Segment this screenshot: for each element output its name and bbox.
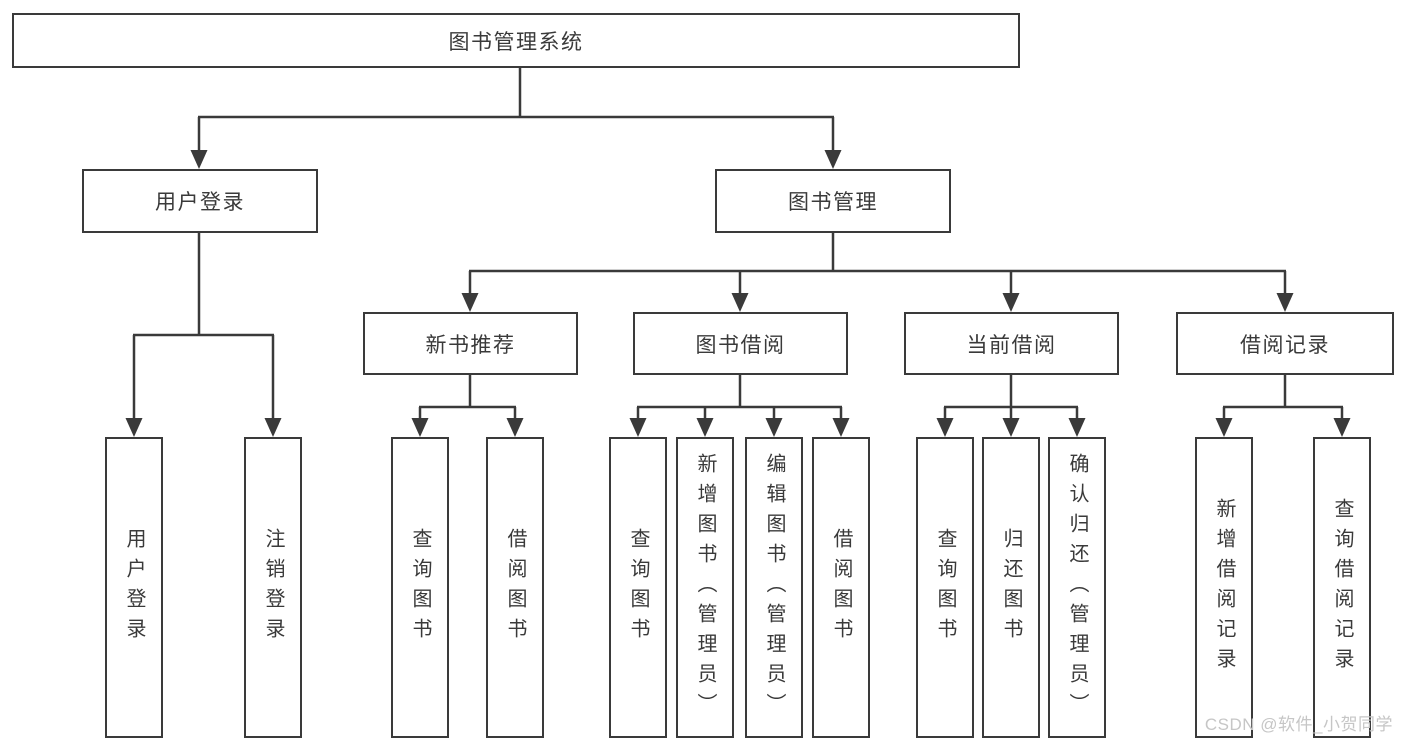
node-borrowing-records: 借阅记录 <box>1176 312 1394 375</box>
leaf-label: 查询图书 <box>409 527 431 648</box>
leaf-label: 借阅图书 <box>504 527 526 648</box>
leaf-label: 注销登录 <box>262 527 284 648</box>
node-root-label: 图书管理系统 <box>448 30 584 54</box>
leaf-return-books: 归还图书 <box>982 437 1040 738</box>
node-root: 图书管理系统 <box>12 13 1020 68</box>
leaf-label: 借阅图书 <box>830 527 852 648</box>
node-label: 用户登录 <box>155 191 245 214</box>
node-book-management: 图书管理 <box>715 169 951 233</box>
node-new-book-recommend: 新书推荐 <box>363 312 578 375</box>
leaf-label: 确认归还（管理员） <box>1066 452 1088 723</box>
leaf-label: 归还图书 <box>1000 527 1022 648</box>
leaf-add-book-admin: 新增图书（管理员） <box>676 437 734 738</box>
leaf-label: 用户登录 <box>123 527 145 648</box>
leaf-query-borrow-record: 查询借阅记录 <box>1313 437 1371 738</box>
node-user-login: 用户登录 <box>82 169 318 233</box>
node-label: 借阅记录 <box>1240 333 1330 357</box>
leaf-label: 新增图书（管理员） <box>694 452 716 723</box>
leaf-edit-book-admin: 编辑图书（管理员） <box>745 437 803 738</box>
csdn-watermark: CSDN @软件_小贺同学 <box>1204 715 1393 734</box>
node-label: 当前借阅 <box>966 333 1057 357</box>
node-book-borrowing: 图书借阅 <box>633 312 848 375</box>
leaf-query-books-current: 查询图书 <box>916 437 974 738</box>
node-label: 新书推荐 <box>425 333 516 357</box>
leaf-label: 新增借阅记录 <box>1213 497 1235 678</box>
leaf-confirm-return-admin: 确认归还（管理员） <box>1048 437 1106 738</box>
leaf-add-borrow-record: 新增借阅记录 <box>1195 437 1253 738</box>
leaf-query-books-recommend: 查询图书 <box>391 437 449 738</box>
leaf-borrow-books-recommend: 借阅图书 <box>486 437 544 738</box>
leaf-label: 查询图书 <box>934 527 956 648</box>
leaf-logout: 注销登录 <box>244 437 302 738</box>
node-current-borrowing: 当前借阅 <box>904 312 1119 375</box>
leaf-borrow-books-borrowing: 借阅图书 <box>812 437 870 738</box>
leaf-label: 查询图书 <box>627 527 649 648</box>
leaf-user-login: 用户登录 <box>105 437 163 738</box>
leaf-query-books-borrowing: 查询图书 <box>609 437 667 738</box>
node-label: 图书管理 <box>788 191 878 214</box>
leaf-label: 编辑图书（管理员） <box>763 452 785 723</box>
node-label: 图书借阅 <box>695 333 786 357</box>
leaf-label: 查询借阅记录 <box>1331 497 1353 678</box>
